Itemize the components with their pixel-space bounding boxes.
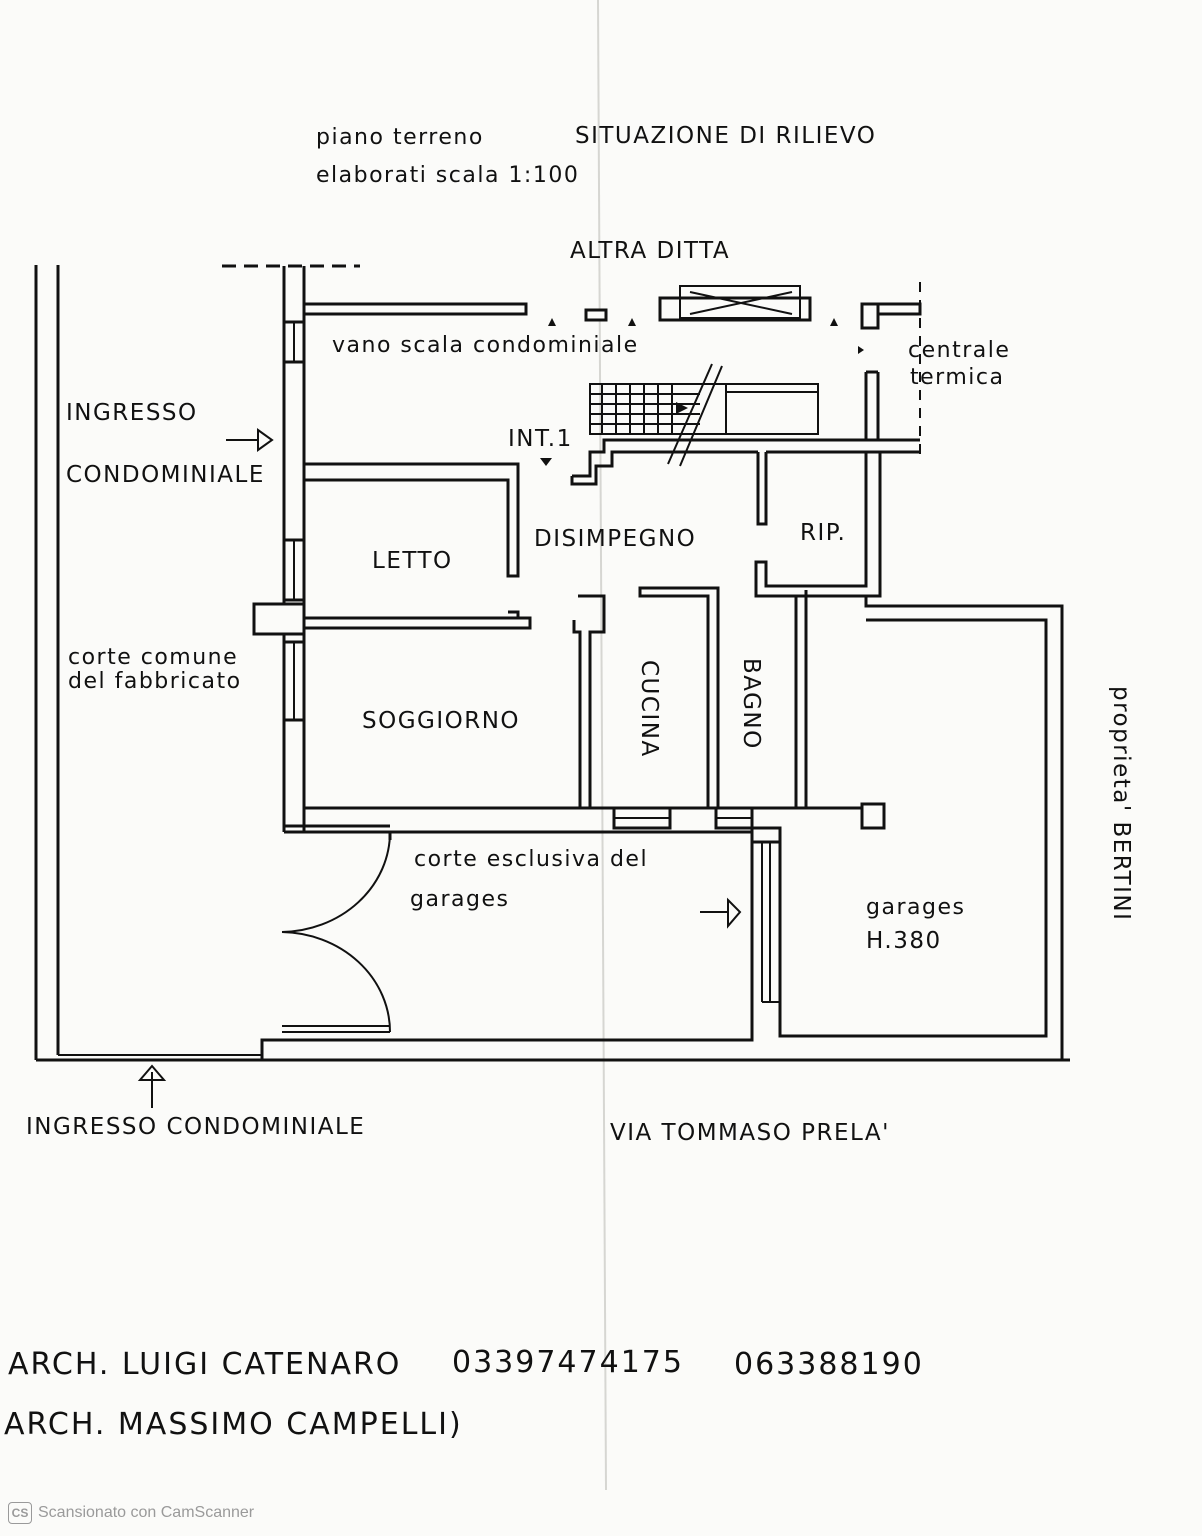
soggiorno-label: SOGGIORNO <box>362 708 520 734</box>
corte-esclusiva-label: corte esclusiva del <box>414 847 648 872</box>
gate-swing-icon <box>281 831 392 1033</box>
camscanner-text: Scansionato con CamScanner <box>38 1504 255 1521</box>
staircase <box>589 363 819 467</box>
ingresso-arrow-icon <box>226 428 274 452</box>
cucina-label: CUCINA <box>636 660 662 758</box>
apartment-north-walls <box>304 370 920 578</box>
centrale-label: centrale <box>908 338 1010 363</box>
interior-walls <box>304 452 882 810</box>
garages-height-label: H.380 <box>866 928 942 954</box>
courtyard-south-wall <box>260 1025 754 1060</box>
disimpegno-label: DISIMPEGNO <box>534 526 696 552</box>
corte-esclusiva-garages-label: garages <box>410 887 509 912</box>
floor-label: piano terreno <box>316 125 484 150</box>
del-fabbricato-label: del fabbricato <box>68 669 242 694</box>
garages-label: garages <box>866 895 965 920</box>
apartment-south-wall <box>284 802 886 834</box>
camscanner-watermark: CS Scansionato con CamScanner <box>8 1502 254 1524</box>
left-boundary-wall <box>34 265 1070 1062</box>
phone-mobile: 03397474175 <box>452 1345 684 1380</box>
garage-outline-walls <box>752 590 1064 1060</box>
ingresso-condominiale-bottom-label: INGRESSO CONDOMINIALE <box>26 1114 365 1140</box>
proprieta-bertini-label: proprieta' BERTINI <box>1108 686 1134 921</box>
bagno-label: BAGNO <box>738 658 764 750</box>
phone-landline: 063388190 <box>734 1347 924 1382</box>
situation-label: SITUAZIONE DI RILIEVO <box>575 123 876 149</box>
camscanner-logo: CS <box>8 1502 32 1524</box>
stairwell-north-wall <box>302 282 922 460</box>
architect-campelli: ARCH. MASSIMO CAMPELLI) <box>4 1407 463 1442</box>
bottom-ingresso-arrow-icon <box>137 1064 167 1108</box>
condominiale-label: CONDOMINIALE <box>66 462 265 488</box>
int1-arrow-icon <box>540 458 552 466</box>
rip-label: RIP. <box>800 520 846 546</box>
corte-comune-label: corte comune <box>68 645 238 670</box>
ingresso-label: INGRESSO <box>66 400 198 426</box>
vano-scala-label: vano scala condominiale <box>332 333 639 358</box>
garage-arrow-icon <box>700 897 742 929</box>
letto-label: LETTO <box>372 548 453 574</box>
paper-fold-line <box>597 0 607 1491</box>
street-label: VIA TOMMASO PRELA' <box>610 1120 890 1146</box>
garage-door-frame <box>750 826 782 1036</box>
int1-label: INT.1 <box>508 426 573 452</box>
altra-ditta-label: ALTRA DITTA <box>570 238 730 264</box>
building-west-wall <box>252 266 306 832</box>
termica-label: termica <box>910 365 1004 390</box>
architect-catenaro: ARCH. LUIGI CATENARO <box>8 1347 401 1382</box>
scale-label: elaborati scala 1:100 <box>316 163 579 188</box>
stair-arrow-icons <box>548 318 864 354</box>
